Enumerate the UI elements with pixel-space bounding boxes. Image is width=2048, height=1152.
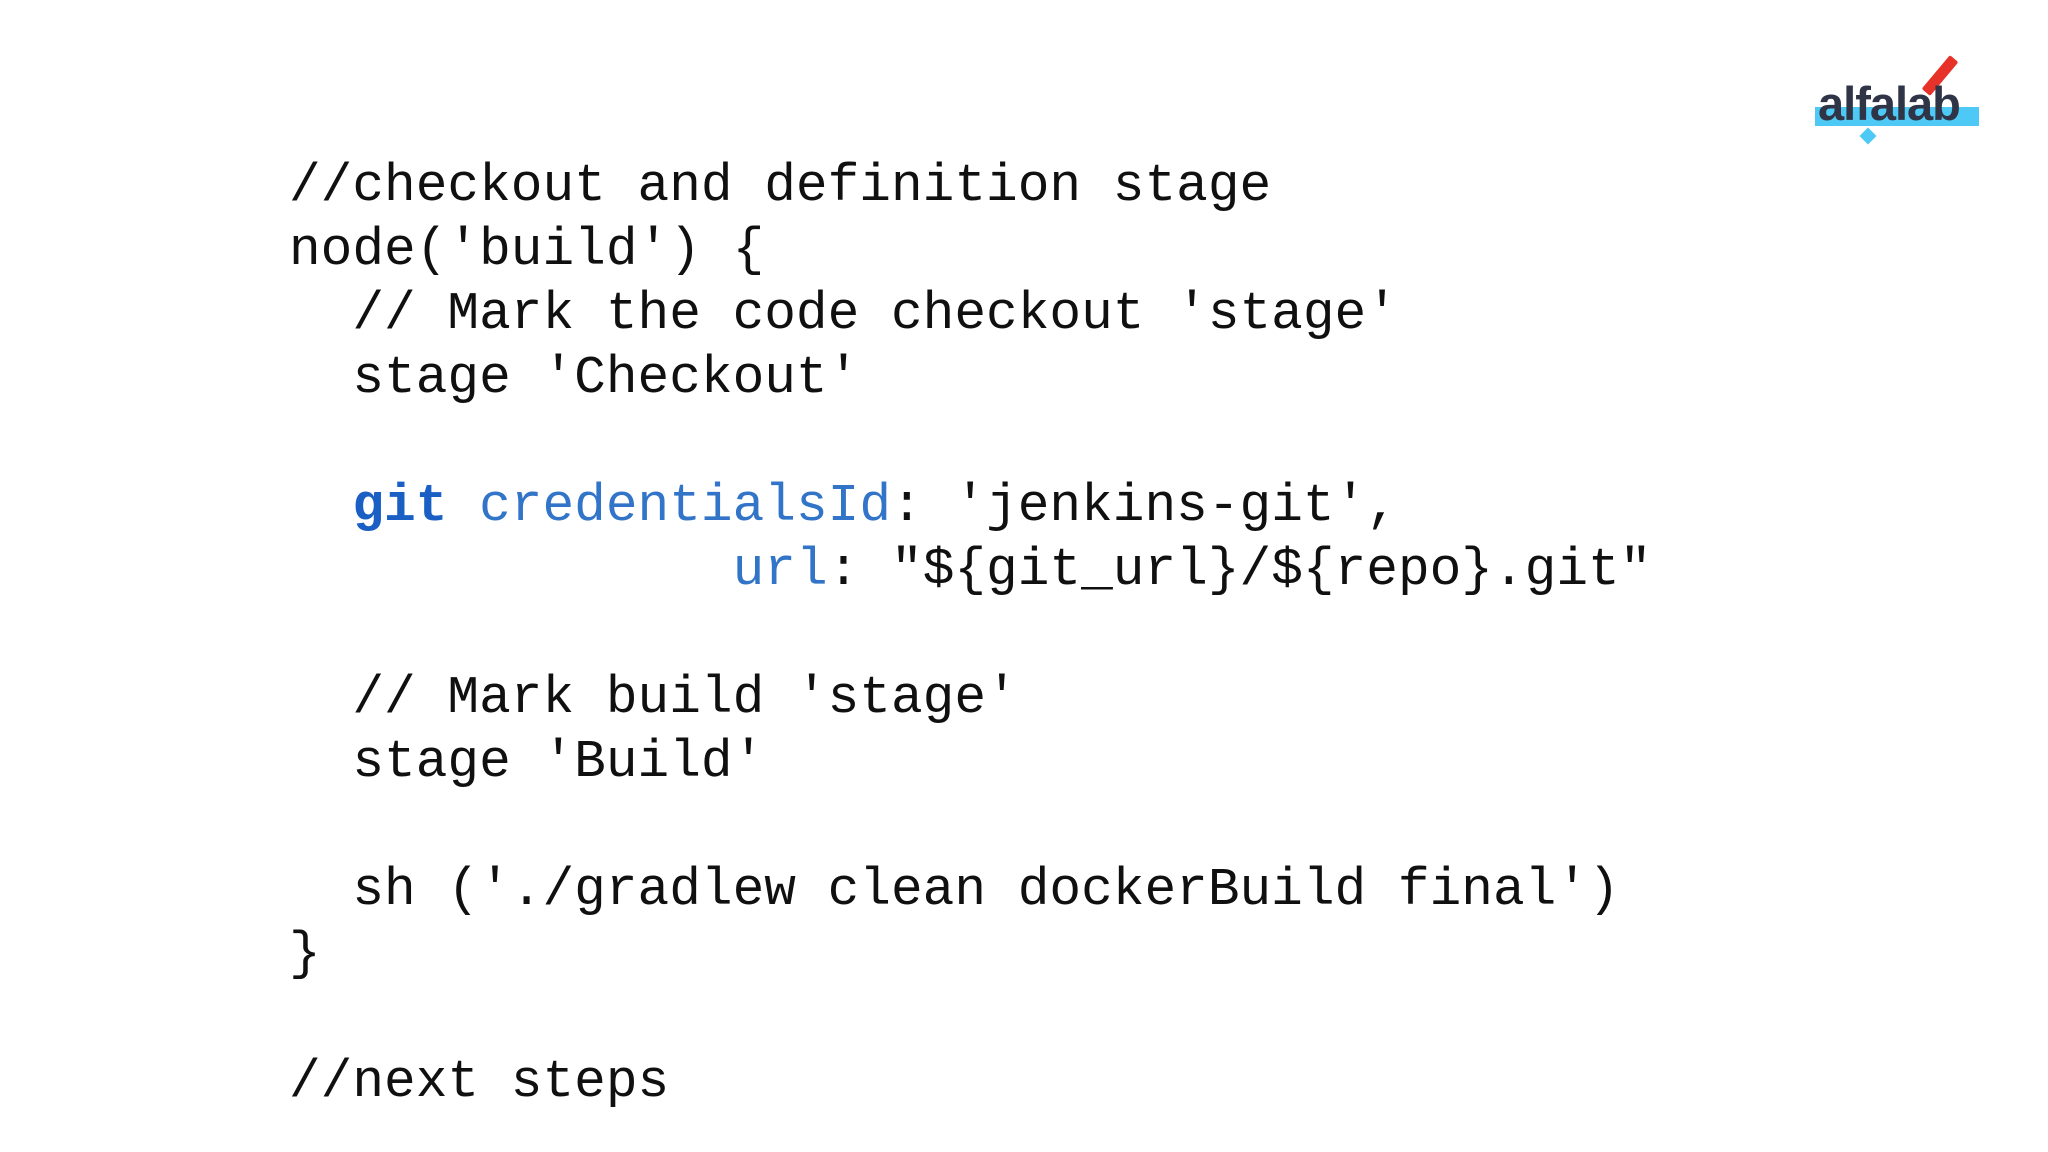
code-text: : "${git_url}/${repo}.git" <box>827 540 1652 600</box>
code-line: url: "${git_url}/${repo}.git" <box>289 538 1652 602</box>
code-line <box>289 794 1651 858</box>
code-text: // Mark the code checkout 'stage' <box>289 284 1398 344</box>
code-text: //next steps <box>289 1052 670 1112</box>
code-text: node('build') { <box>289 220 765 280</box>
code-token-param: url <box>732 540 828 600</box>
code-line <box>289 410 1651 474</box>
code-text <box>289 540 733 600</box>
code-line <box>289 986 1651 1050</box>
code-text <box>289 476 352 536</box>
code-text: : 'jenkins-git', <box>891 476 1398 536</box>
code-token-kw: git <box>352 476 448 536</box>
alfalab-logo: alfalab <box>1813 55 1993 150</box>
code-text: stage 'Checkout' <box>289 348 860 408</box>
code-line: node('build') { <box>289 218 1651 282</box>
code-text: } <box>289 924 321 984</box>
code-text: sh ('./gradlew clean dockerBuild final') <box>289 860 1620 920</box>
code-line: } <box>289 922 1651 986</box>
code-token-param: credentialsId <box>479 476 892 536</box>
code-line: //next steps <box>289 1050 1651 1114</box>
code-line: //checkout and definition stage <box>289 154 1651 218</box>
logo-underline-bar <box>1815 107 1979 126</box>
code-line: stage 'Checkout' <box>289 346 1651 410</box>
code-line: // Mark the code checkout 'stage' <box>289 282 1651 346</box>
code-line: // Mark build 'stage' <box>289 666 1651 730</box>
code-line: stage 'Build' <box>289 730 1651 794</box>
logo-wordmark: alfalab <box>1818 77 1961 130</box>
code-text <box>447 476 479 536</box>
code-text: stage 'Build' <box>289 732 765 792</box>
code-line: git credentialsId: 'jenkins-git', <box>289 474 1651 538</box>
code-line <box>289 602 1651 666</box>
code-text: // Mark build 'stage' <box>289 668 1018 728</box>
logo-diamond-icon <box>1859 127 1877 145</box>
code-text: //checkout and definition stage <box>289 156 1272 216</box>
code-line: sh ('./gradlew clean dockerBuild final') <box>289 858 1651 922</box>
